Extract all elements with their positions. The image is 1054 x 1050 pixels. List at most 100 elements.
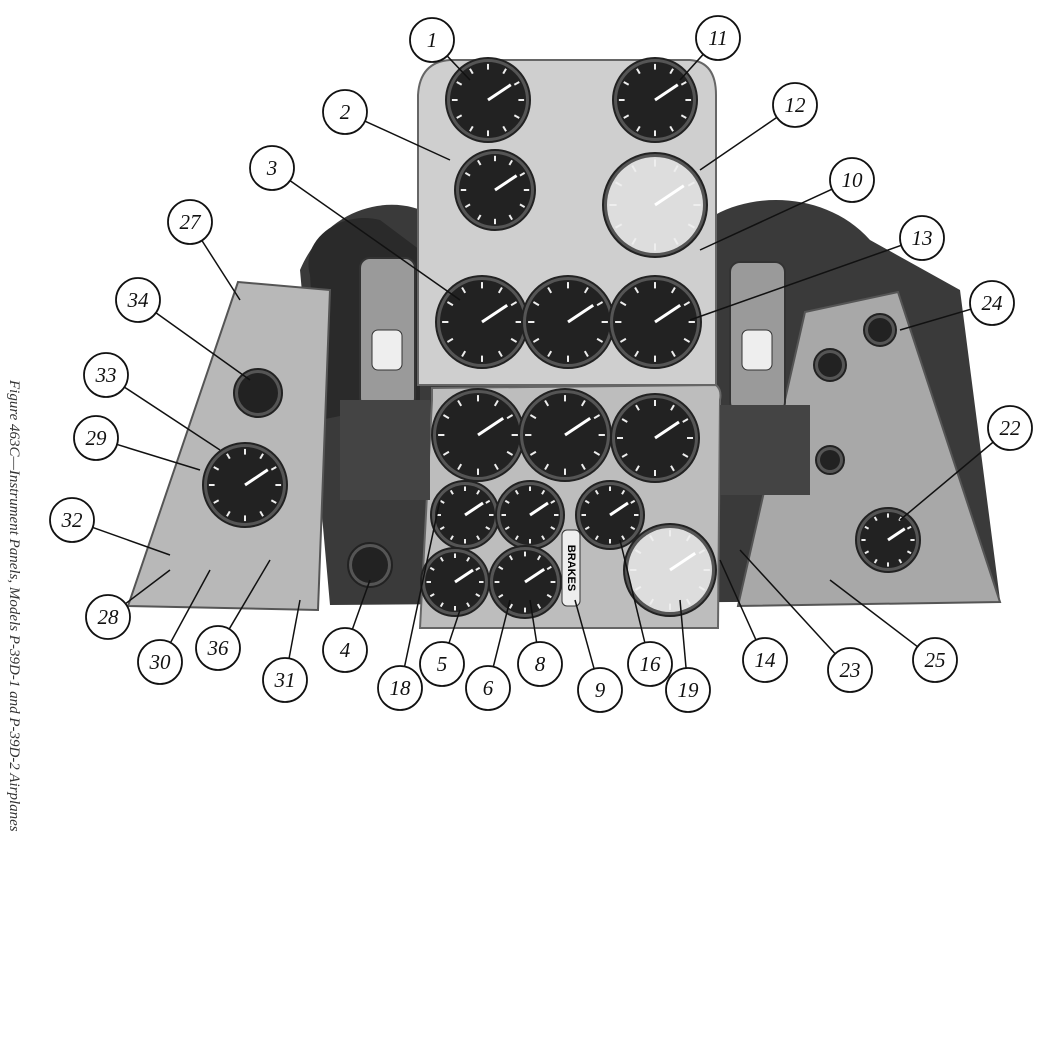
left-control-handle bbox=[340, 257, 430, 500]
gauge-needle bbox=[481, 303, 509, 324]
callout-circle bbox=[577, 667, 623, 713]
leader-line bbox=[364, 120, 451, 161]
callout-number: 24 bbox=[982, 291, 1004, 315]
callout-number: 5 bbox=[437, 652, 448, 676]
callout-number: 6 bbox=[483, 676, 494, 700]
leader-line bbox=[155, 312, 251, 381]
gauge-needle bbox=[669, 551, 697, 572]
leader-line bbox=[719, 559, 757, 641]
callout-circle bbox=[73, 415, 119, 461]
gauge-needle bbox=[524, 567, 546, 584]
callout-circle bbox=[829, 157, 875, 203]
callout-circle bbox=[377, 665, 423, 711]
gauge-dial bbox=[521, 275, 615, 369]
leader-line bbox=[448, 609, 461, 644]
callout-number: 13 bbox=[912, 226, 933, 250]
gauge-dial bbox=[623, 523, 717, 617]
leader-line bbox=[403, 499, 441, 667]
gauge-dial bbox=[430, 480, 500, 550]
gauge-needle bbox=[654, 420, 680, 440]
callout-number: 28 bbox=[98, 605, 120, 629]
gauge-needle bbox=[464, 501, 484, 517]
callout-number: 32 bbox=[61, 508, 84, 532]
gauge-needle bbox=[454, 568, 474, 584]
callout-number: 3 bbox=[266, 156, 278, 180]
callout-circle bbox=[83, 352, 129, 398]
callout-number: 12 bbox=[785, 93, 807, 117]
gauge-dial bbox=[488, 545, 562, 619]
callout-circle bbox=[322, 627, 368, 673]
leader-line bbox=[351, 579, 371, 630]
callout-number: 18 bbox=[390, 676, 412, 700]
brakes-placard-text: BRAKES bbox=[565, 545, 577, 591]
gauge-needle bbox=[564, 416, 592, 437]
right-control-handle bbox=[720, 261, 810, 495]
callout-number: 16 bbox=[640, 652, 662, 676]
gauge-needle bbox=[244, 468, 269, 487]
gauge-dial bbox=[518, 388, 612, 482]
gauge-dial bbox=[202, 442, 288, 528]
callout-number: 29 bbox=[86, 426, 108, 450]
leader-line bbox=[739, 549, 836, 655]
callout-number: 14 bbox=[755, 648, 777, 672]
gauge-dial bbox=[445, 57, 531, 143]
callout-number: 23 bbox=[840, 658, 861, 682]
gauge-dial bbox=[608, 275, 702, 369]
gauge-needle bbox=[494, 174, 518, 192]
callout-number: 1 bbox=[427, 28, 438, 52]
callout-circle bbox=[115, 277, 161, 323]
callout-circle bbox=[899, 215, 945, 261]
leader-line bbox=[92, 526, 171, 556]
callout-circle bbox=[262, 657, 308, 703]
callout-circle bbox=[987, 405, 1033, 451]
leader-line bbox=[446, 55, 471, 81]
leader-line bbox=[123, 386, 221, 451]
leader-line bbox=[116, 443, 201, 471]
leader-line bbox=[619, 539, 646, 643]
leader-line bbox=[574, 599, 595, 670]
leader-line bbox=[169, 569, 211, 644]
callout-circle bbox=[195, 625, 241, 671]
callout-number: 2 bbox=[340, 100, 351, 124]
gauge-dial bbox=[420, 547, 490, 617]
gauge-dial bbox=[602, 152, 708, 258]
gauge-dial bbox=[435, 275, 529, 369]
callout-circle bbox=[49, 497, 95, 543]
callout-number: 36 bbox=[207, 636, 230, 660]
callout-number: 10 bbox=[842, 168, 864, 192]
callout-circle bbox=[85, 594, 131, 640]
callout-number: 30 bbox=[149, 650, 172, 674]
callout-number: 33 bbox=[95, 363, 117, 387]
callout-number: 31 bbox=[274, 668, 296, 692]
gauge-dial bbox=[454, 149, 536, 231]
right-side-panel bbox=[736, 290, 1002, 608]
brakes-placard bbox=[561, 529, 581, 607]
callout-number: 34 bbox=[127, 288, 150, 312]
callout-circle bbox=[912, 637, 958, 683]
callout-circle bbox=[322, 89, 368, 135]
gauge-dial bbox=[855, 507, 921, 573]
callout-number: 22 bbox=[1000, 416, 1022, 440]
callout-circle bbox=[969, 280, 1015, 326]
gauge-dial bbox=[347, 542, 393, 588]
gauge-dial bbox=[612, 57, 698, 143]
gauge-dial bbox=[575, 480, 645, 550]
gauge-needle bbox=[477, 416, 505, 437]
leader-line bbox=[829, 579, 918, 648]
leader-line bbox=[679, 599, 687, 669]
callout-number: 11 bbox=[708, 26, 727, 50]
gauge-needle bbox=[654, 303, 682, 324]
callout-number: 27 bbox=[180, 210, 203, 234]
callout-circle bbox=[137, 639, 183, 685]
callout-number: 8 bbox=[535, 652, 546, 676]
callout-number: 9 bbox=[595, 678, 606, 702]
leader-line bbox=[899, 308, 972, 331]
gauge-dial bbox=[815, 445, 845, 475]
callout-circle bbox=[409, 17, 455, 63]
gauge-needle bbox=[654, 83, 679, 102]
callout-number: 19 bbox=[678, 678, 700, 702]
callout-circle bbox=[419, 641, 465, 687]
gauge-needle bbox=[887, 527, 906, 542]
leader-line bbox=[699, 188, 833, 251]
